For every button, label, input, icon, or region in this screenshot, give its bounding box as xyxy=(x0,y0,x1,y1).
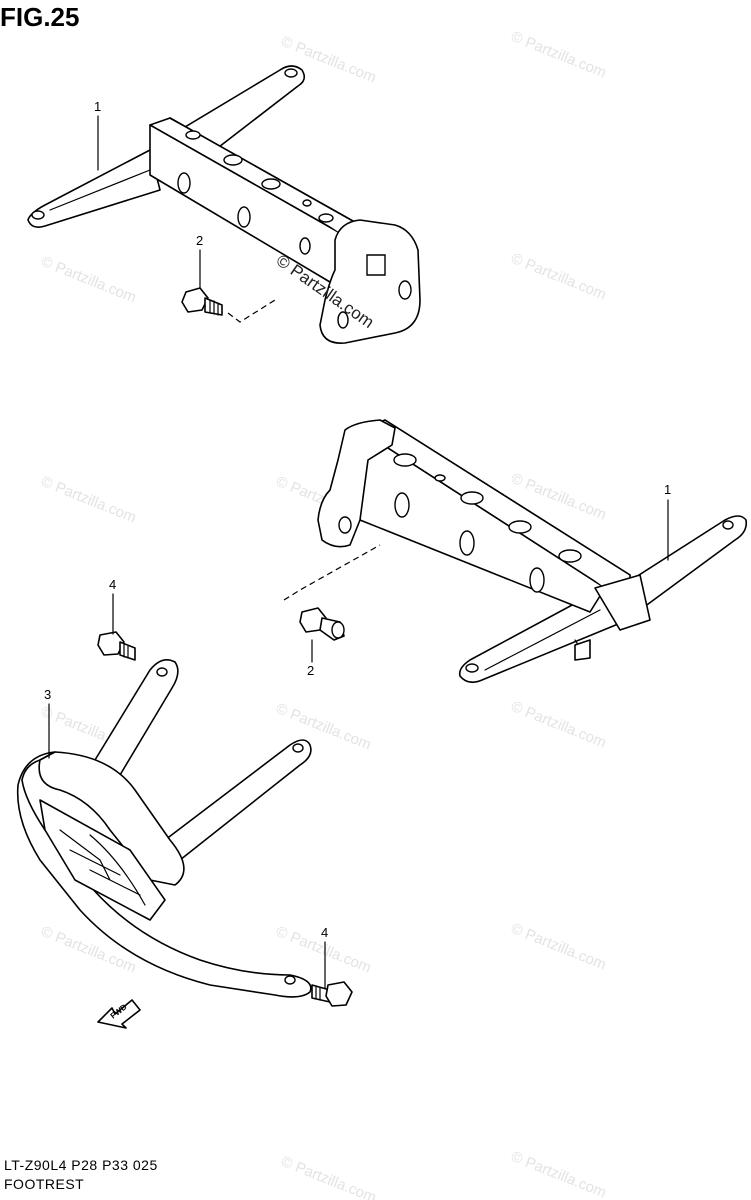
callout-guard-bolt-top: 4 xyxy=(109,577,116,592)
figure-name: FOOTREST xyxy=(4,1176,85,1192)
watermark: © Partzilla.com xyxy=(39,253,139,307)
callout-guard: 3 xyxy=(44,687,51,702)
upper-bolt xyxy=(181,287,223,316)
upper-footrest-bracket xyxy=(27,65,421,344)
watermark: © Partzilla.com xyxy=(509,1148,609,1200)
callout-lower-bracket: 1 xyxy=(664,482,671,497)
callout-upper-bracket: 1 xyxy=(94,99,101,114)
foot-guard xyxy=(16,659,312,998)
watermark: © Partzilla.com xyxy=(279,1153,379,1200)
watermark: © Partzilla.com xyxy=(509,250,609,304)
lower-footrest-bracket xyxy=(317,419,748,684)
lower-bolt-leader xyxy=(283,544,381,601)
watermark: © Partzilla.com xyxy=(509,28,609,82)
callout-upper-bolt: 2 xyxy=(196,233,203,248)
callout-lower-bolt: 2 xyxy=(307,663,314,678)
watermark: © Partzilla.com xyxy=(509,698,609,752)
callouts: 1 2 1 2 3 4 4 xyxy=(44,99,671,989)
guard-bolt-top xyxy=(97,631,136,661)
lower-bolt xyxy=(299,607,345,641)
guard-bolt-bottom xyxy=(311,981,353,1007)
figure-title: FIG.25 xyxy=(0,2,80,32)
watermark: © Partzilla.com xyxy=(509,920,609,974)
figure-code: LT-Z90L4 P28 P33 025 xyxy=(4,1157,158,1173)
watermark: © Partzilla.com xyxy=(39,473,139,527)
forward-direction-arrow: FWD xyxy=(97,999,141,1029)
callout-guard-bolt-bottom: 4 xyxy=(321,925,328,940)
upper-bolt-leader xyxy=(227,299,276,323)
